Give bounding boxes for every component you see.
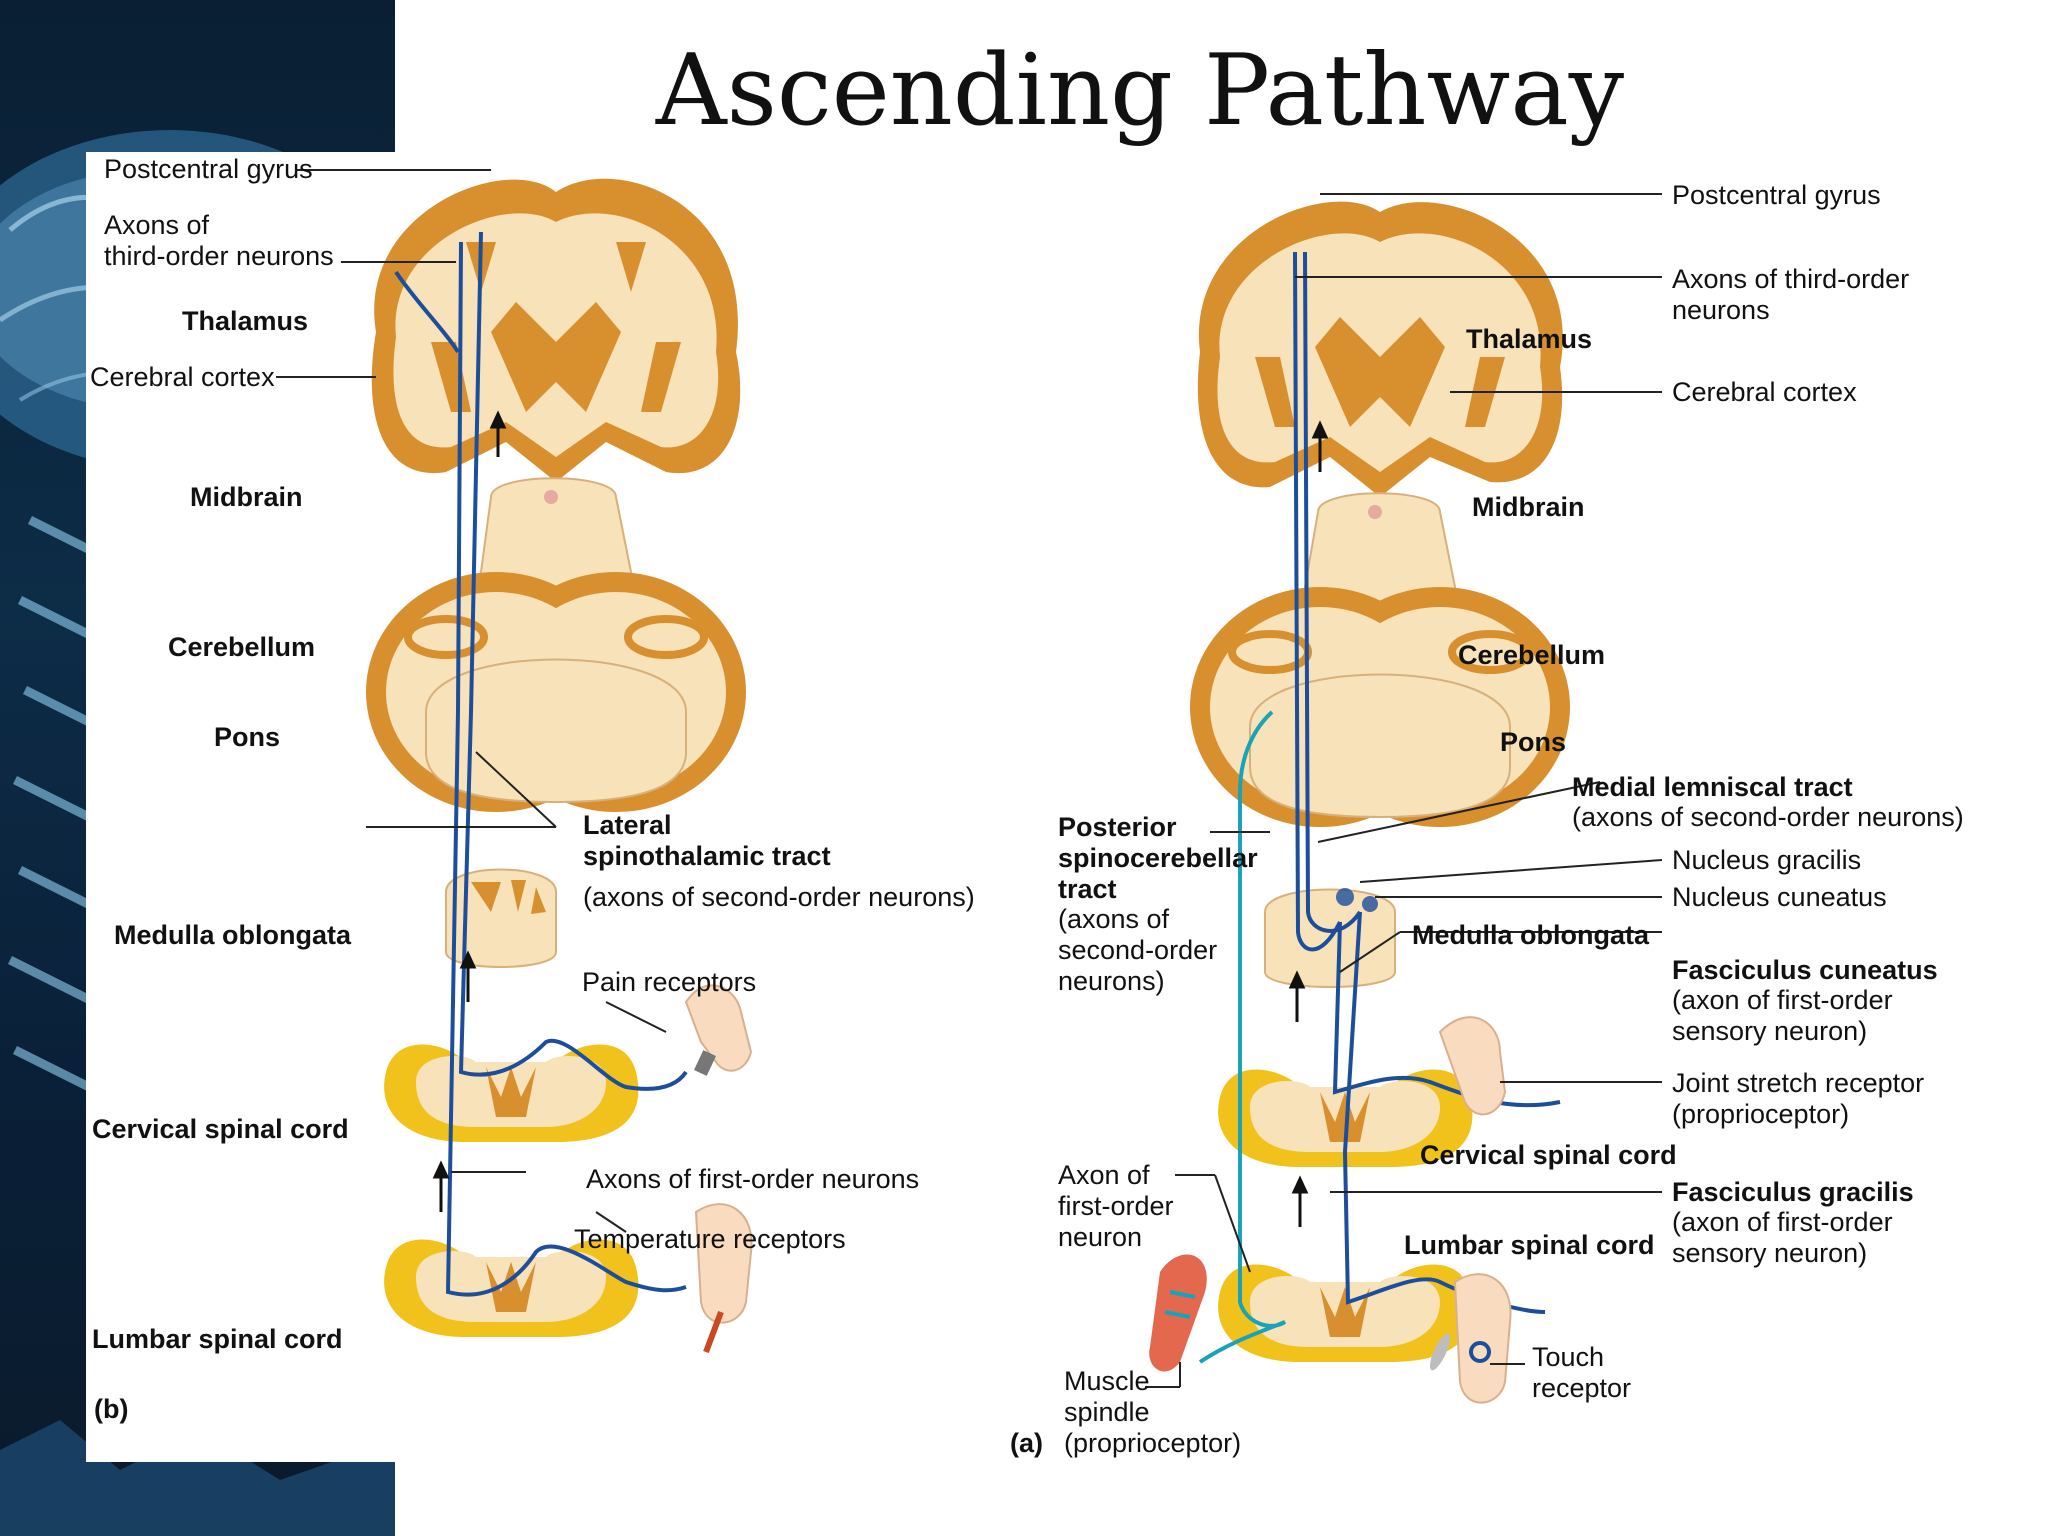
a-label-proprioceptor: (proprioceptor): [1064, 1428, 1242, 1458]
b-label-cerebellum: Cerebellum: [168, 632, 316, 662]
b-label-cervical-spinal-cord: Cervical spinal cord: [92, 1114, 349, 1144]
b-brain-section: [371, 178, 741, 482]
a-cerebellum-pons: [1190, 587, 1570, 827]
b-label-temperature-receptors: Temperature receptors: [574, 1224, 846, 1254]
b-hand-pain-receptor: [684, 984, 753, 1076]
panel-a-dorsal-column-pathway: Postcentral gyrus Axons of third-order n…: [1000, 152, 2048, 1472]
a-label-fasciculus-cuneatus-sub: (axon of first-order sensory neuron): [1672, 985, 1893, 1046]
a-leader-lines: [1145, 193, 1663, 1388]
a-label-muscle-spindle: Muscle spindle: [1064, 1366, 1150, 1427]
b-panel-letter: (b): [94, 1394, 129, 1424]
b-label-thalamus: Thalamus: [182, 306, 309, 336]
a-label-nucleus-gracilis: Nucleus gracilis: [1672, 845, 1862, 875]
b-cervical-cord: [384, 1044, 639, 1142]
b-label-lateral-tract-sub: (axons of second-order neurons): [583, 882, 975, 912]
b-label-cerebral-cortex: Cerebral cortex: [90, 362, 275, 392]
a-label-posterior-spino-sub: (axons of second-order neurons): [1058, 904, 1218, 996]
b-label-pons: Pons: [214, 722, 281, 752]
a-label-cerebellum: Cerebellum: [1458, 640, 1606, 670]
b-label-medulla-oblongata: Medulla oblongata: [114, 920, 352, 950]
a-muscle-spindle: [1149, 1254, 1207, 1372]
b-label-pain-receptors: Pain receptors: [582, 967, 757, 997]
a-neural-pathways: [1293, 251, 1561, 1314]
b-ascending-arrows: [432, 410, 507, 1212]
panel-b-anterolateral-pathway: Postcentral gyrus Axons of third-order n…: [86, 152, 1086, 1462]
a-ascending-arrows: [1288, 420, 1329, 1227]
a-label-axon-first-order: Axon of first-order neuron: [1058, 1160, 1174, 1252]
a-label-medial-lemniscal-sub: (axons of second-order neurons): [1572, 802, 1964, 832]
b-leader-lines: [276, 169, 667, 1233]
a-label-medial-lemniscal-tract: Medial lemniscal tract: [1572, 772, 1853, 802]
b-label-lateral-spinothalamic-tract: Lateral spinothalamic tract: [583, 810, 831, 871]
b-label-postcentral-gyrus: Postcentral gyrus: [104, 154, 313, 184]
a-label-lumbar-spinal-cord: Lumbar spinal cord: [1404, 1230, 1655, 1260]
a-label-postcentral-gyrus: Postcentral gyrus: [1672, 180, 1881, 210]
panel-b-background: [86, 152, 396, 1462]
a-lumbar-cord: [1218, 1264, 1473, 1362]
a-label-medulla-oblongata: Medulla oblongata: [1412, 920, 1650, 950]
panel-a-diagram: [1145, 193, 1663, 1404]
a-hand-joint-receptor: [1438, 1016, 1507, 1116]
b-foot-temperature-receptor: [694, 1203, 753, 1354]
a-label-midbrain: Midbrain: [1472, 492, 1585, 522]
b-label-lumbar-spinal-cord: Lumbar spinal cord: [92, 1324, 343, 1354]
a-label-touch-receptor: Touch receptor: [1532, 1342, 1632, 1403]
slide-title: Ascending Pathway: [655, 34, 1625, 148]
a-panel-letter: (a): [1010, 1428, 1043, 1458]
a-label-cervical-spinal-cord: Cervical spinal cord: [1420, 1140, 1677, 1170]
a-label-pons: Pons: [1500, 727, 1567, 757]
a-label-nucleus-cuneatus: Nucleus cuneatus: [1672, 882, 1887, 912]
a-label-cerebral-cortex: Cerebral cortex: [1672, 377, 1857, 407]
a-label-posterior-spinocerebellar-tract: Posterior spinocerebellar tract: [1058, 812, 1258, 904]
a-label-fasciculus-gracilis-sub: (axon of first-order sensory neuron): [1672, 1207, 1893, 1268]
b-cerebellum-pons: [366, 572, 746, 812]
b-label-midbrain: Midbrain: [190, 482, 303, 512]
a-brain-section: [1197, 201, 1563, 498]
a-label-fasciculus-cuneatus: Fasciculus cuneatus: [1672, 955, 1938, 985]
a-label-fasciculus-gracilis: Fasciculus gracilis: [1672, 1177, 1914, 1207]
a-foot-touch-receptor: [1429, 1273, 1512, 1404]
a-label-axons-third-order: Axons of third-order neurons: [1672, 264, 1910, 325]
a-label-joint-stretch-receptor: Joint stretch receptor (proprioceptor): [1672, 1068, 1925, 1129]
b-label-axons-third-order: Axons of third-order neurons: [104, 210, 334, 271]
b-label-axons-first-order: Axons of first-order neurons: [586, 1164, 920, 1194]
panel-b-diagram: [276, 169, 753, 1354]
a-spinocerebellar-pathway: [1198, 710, 1287, 1364]
b-neural-pathways: [394, 231, 688, 1297]
a-label-thalamus: Thalamus: [1466, 324, 1593, 354]
